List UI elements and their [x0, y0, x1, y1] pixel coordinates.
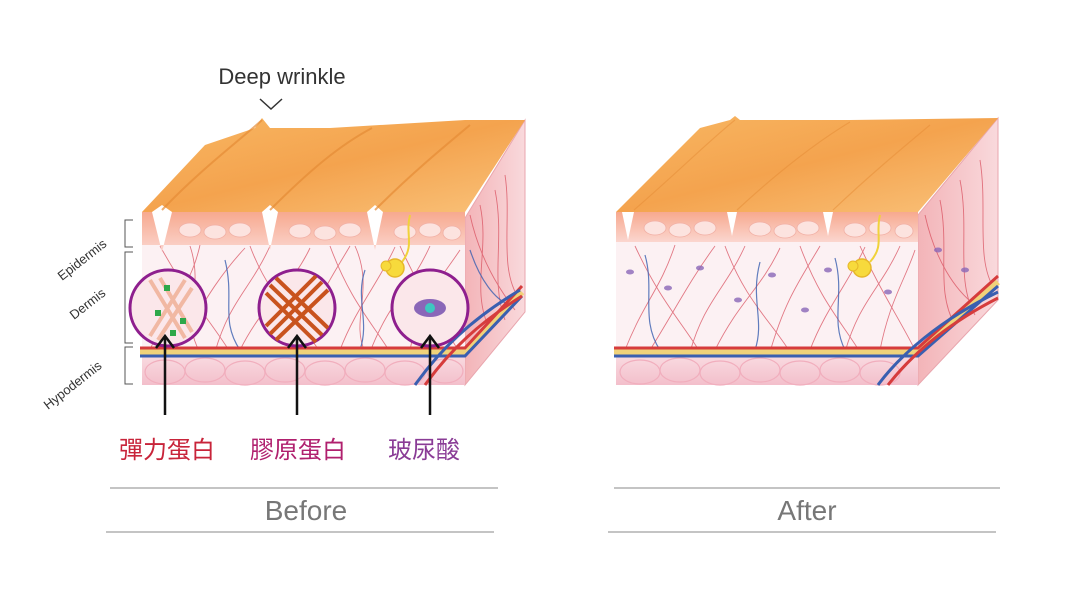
elastin-magnifier: [128, 268, 208, 348]
deep-wrinkle-label: Deep wrinkle: [218, 64, 345, 89]
deep-wrinkle-pointer-icon: [259, 98, 283, 111]
before-hypodermis: [142, 355, 465, 385]
before-nerve-ending: [380, 214, 411, 278]
after-fat-cells: [619, 357, 901, 386]
dermis-label: Dermis: [67, 285, 109, 322]
after-hyaluronic-dots: [626, 247, 969, 313]
before-blood-vessels: [140, 284, 525, 386]
component-label-collagen: 膠原蛋白: [250, 436, 346, 464]
epidermis-label: Epidermis: [55, 236, 110, 284]
before-skin-surface: [142, 118, 525, 212]
before-wrinkle-lines: [161, 119, 471, 211]
layer-brackets: [124, 219, 133, 385]
after-skin-block: [614, 116, 1000, 387]
component-arrows: [155, 333, 440, 415]
before-skin-block: [128, 118, 526, 415]
after-blue-fibers: [644, 254, 846, 351]
after-epidermis-cells: [643, 220, 914, 239]
after-caption: After: [777, 495, 836, 526]
component-label-hyaluronic: 玻尿酸: [388, 436, 460, 464]
after-dermis-fibers: [624, 159, 996, 353]
hypodermis-label: Hypodermis: [41, 358, 105, 413]
component-label-elastin: 彈力蛋白: [119, 436, 215, 464]
after-fine-lines: [633, 119, 931, 211]
after-blood-vessels: [614, 274, 1000, 386]
before-epidermis-cells: [178, 222, 462, 241]
after-nerve-ending: [847, 214, 881, 278]
before-caption: Before: [265, 495, 348, 526]
hyaluronic-acid-magnifier: [390, 268, 470, 348]
after-hypodermis: [616, 355, 918, 385]
